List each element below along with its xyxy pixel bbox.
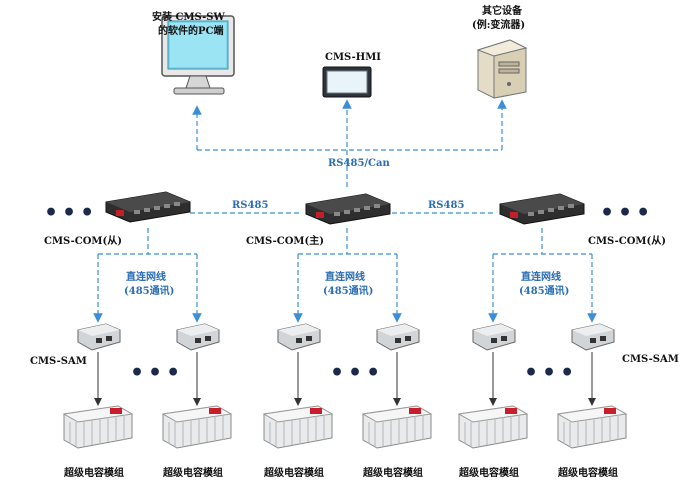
cms-com-left-device	[105, 191, 191, 223]
ellipsis-icon: •••	[524, 360, 579, 386]
bus-label-right: RS485	[428, 200, 465, 211]
pc-label-line1: 安装 CMS-SW	[152, 12, 225, 23]
module-label: 超级电容模组	[163, 468, 223, 479]
direct-label-left-1: 直连网线	[126, 272, 166, 283]
pc-monitor-icon	[161, 15, 235, 95]
sam-right-label: CMS-SAM	[622, 354, 679, 365]
cms-sam-device	[176, 323, 220, 351]
supercap-module-icon	[62, 405, 134, 449]
ellipsis-icon: •••	[600, 200, 655, 226]
module-label: 超级电容模组	[363, 468, 423, 479]
cms-sam-device	[472, 323, 516, 351]
cms-com-right-device	[499, 193, 585, 225]
com-center-label: CMS-COM(主)	[246, 236, 324, 247]
cms-sam-device	[77, 323, 121, 351]
ellipsis-icon: •••	[330, 360, 385, 386]
pc-label-line2: 的软件的PC端	[158, 26, 224, 37]
hmi-label: CMS-HMI	[325, 52, 381, 63]
server-tower-icon	[476, 39, 528, 99]
direct-label-right-2: (485通讯)	[519, 286, 570, 297]
direct-label-center-1: 直连网线	[325, 272, 365, 283]
direct-label-right-1: 直连网线	[521, 272, 561, 283]
bus-label-top: RS485/Can	[328, 158, 390, 169]
module-label: 超级电容模组	[64, 468, 124, 479]
supercap-module-icon	[161, 405, 233, 449]
other-device-label-line2: (例:变流器)	[472, 20, 526, 31]
ellipsis-icon: •••	[130, 360, 185, 386]
cms-sam-device	[571, 323, 615, 351]
com-left-label: CMS-COM(从)	[44, 236, 122, 247]
module-label: 超级电容模组	[264, 468, 324, 479]
direct-label-center-2: (485通讯)	[323, 286, 374, 297]
supercap-module-icon	[262, 405, 334, 449]
bus-label-left: RS485	[232, 200, 269, 211]
other-device-label-line1: 其它设备	[482, 6, 522, 17]
ellipsis-icon: •••	[44, 200, 99, 226]
sam-left-label: CMS-SAM	[30, 356, 87, 367]
supercap-module-icon	[556, 405, 628, 449]
module-label: 超级电容模组	[459, 468, 519, 479]
module-label: 超级电容模组	[558, 468, 618, 479]
hmi-screen-icon	[322, 66, 372, 98]
supercap-module-icon	[361, 405, 433, 449]
cms-com-center-device	[305, 193, 391, 225]
cms-sam-device	[376, 323, 420, 351]
supercap-module-icon	[457, 405, 529, 449]
direct-label-left-2: (485通讯)	[124, 286, 175, 297]
com-right-label: CMS-COM(从)	[588, 236, 666, 247]
cms-sam-device	[277, 323, 321, 351]
